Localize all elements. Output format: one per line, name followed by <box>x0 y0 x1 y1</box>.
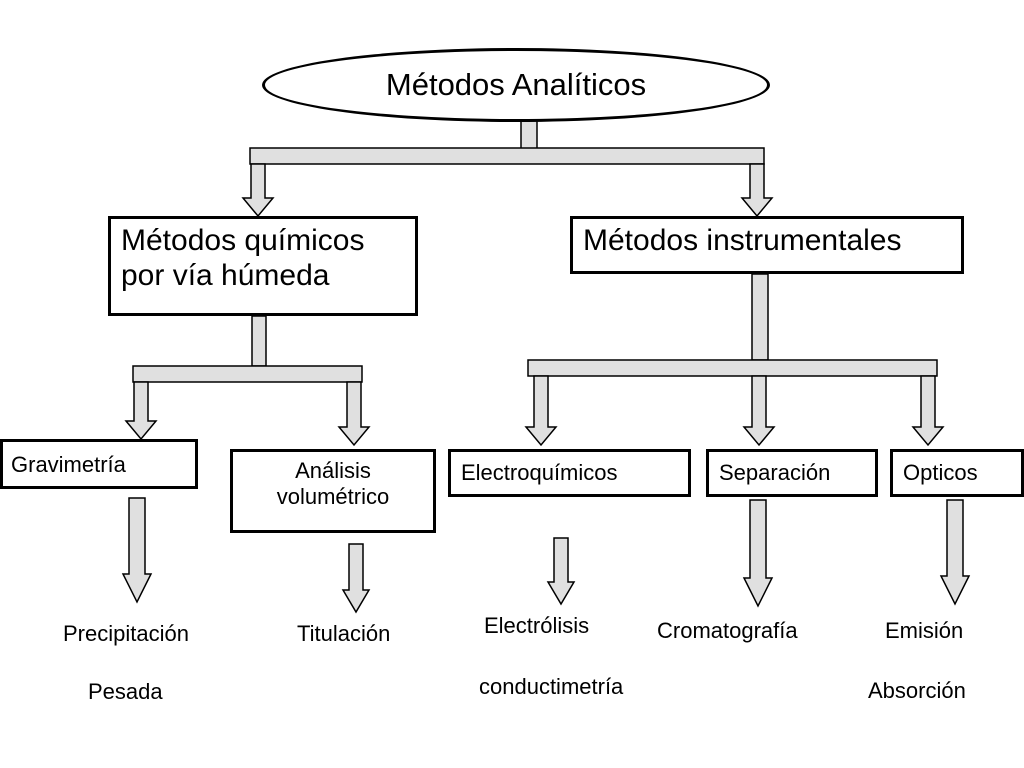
node-opticos: Opticos <box>890 449 1024 497</box>
arrow-to-opticos <box>911 375 945 447</box>
arrow-to-titulacion <box>341 543 371 614</box>
leaf-conductimetria: conductimetría <box>479 674 624 699</box>
node-metodos-analiticos: Métodos Analíticos <box>262 48 770 122</box>
arrow-to-instrumentales <box>740 163 774 218</box>
node-metodos-quimicos: Métodos químicos por vía húmeda <box>108 216 418 316</box>
arrow-to-electroquimicos <box>524 375 558 447</box>
node-gravimetria: Gravimetría <box>0 439 198 489</box>
stem-instrumentales <box>751 273 769 361</box>
branch-bar-top <box>249 147 765 165</box>
arrow-to-cromatografia <box>742 499 774 608</box>
node-separacion: Separación <box>706 449 878 497</box>
node-label: Gravimetría <box>11 452 126 477</box>
leaf-absorcion: Absorción <box>868 678 966 703</box>
leaf-electrolisis: Electrólisis <box>484 613 590 638</box>
node-label-line2: por vía húmeda <box>121 259 330 293</box>
leaf-pesada: Pesada <box>88 679 163 704</box>
leaf-titulacion: Titulación <box>297 621 391 646</box>
arrow-to-quimicos <box>241 163 275 218</box>
node-label-line2: volumétrico <box>276 483 390 509</box>
node-metodos-instrumentales: Métodos instrumentales <box>570 216 964 274</box>
node-label: Separación <box>719 460 831 485</box>
leaf-emision: Emisión <box>885 618 964 643</box>
node-label: Métodos Analíticos <box>385 66 647 102</box>
arrow-to-electrolisis <box>546 537 576 606</box>
leaf-precipitacion: Precipitación <box>63 621 189 646</box>
node-label: Electroquímicos <box>461 460 618 485</box>
arrow-to-volumetrico <box>337 381 371 447</box>
stem-quimicos <box>251 315 267 367</box>
arrow-to-gravimetria <box>124 381 158 441</box>
node-label: Métodos instrumentales <box>583 224 902 257</box>
node-label-line1: Métodos químicos <box>121 224 365 257</box>
leaf-cromatografia: Cromatografía <box>657 618 798 643</box>
node-analisis-volumetrico: Análisis volumétrico <box>230 449 436 533</box>
arrow-to-precipitacion <box>121 497 153 604</box>
branch-bar-quimicos <box>132 365 363 383</box>
arrow-to-separacion <box>742 375 776 447</box>
arrow-to-emision <box>939 499 971 606</box>
node-electroquimicos: Electroquímicos <box>448 449 691 497</box>
stem-root <box>520 119 538 151</box>
node-label-line1: Análisis <box>295 458 371 483</box>
node-label: Opticos <box>903 460 978 485</box>
branch-bar-instrumentales <box>527 359 938 377</box>
